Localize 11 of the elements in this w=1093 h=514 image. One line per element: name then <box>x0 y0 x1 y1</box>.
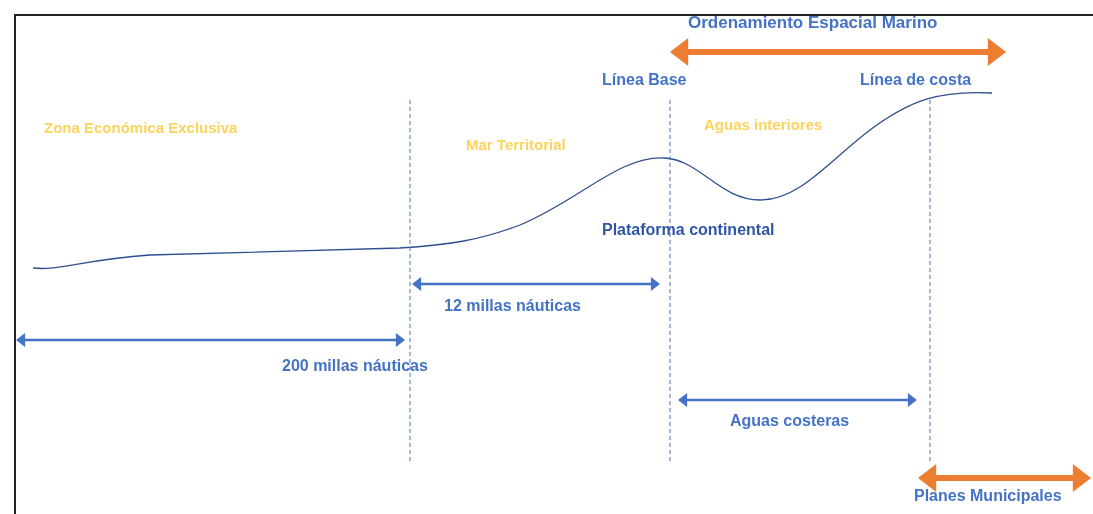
region-label: 12 millas náuticas <box>444 296 581 316</box>
region-label: Aguas costeras <box>730 411 850 431</box>
region-label: Línea Base <box>602 70 687 90</box>
region-label: Plataforma continental <box>602 220 775 240</box>
region-label: Línea de costa <box>860 70 972 90</box>
region-label: Planes Municipales <box>914 486 1062 506</box>
region-label: Aguas interiores <box>704 116 823 135</box>
region-label: Mar Territorial <box>466 136 566 155</box>
region-label: Zona Económica Exclusiva <box>44 119 238 138</box>
region-label: Ordenamiento Espacial Marino <box>688 12 938 34</box>
region-label: 200 millas náuticas <box>282 356 428 376</box>
